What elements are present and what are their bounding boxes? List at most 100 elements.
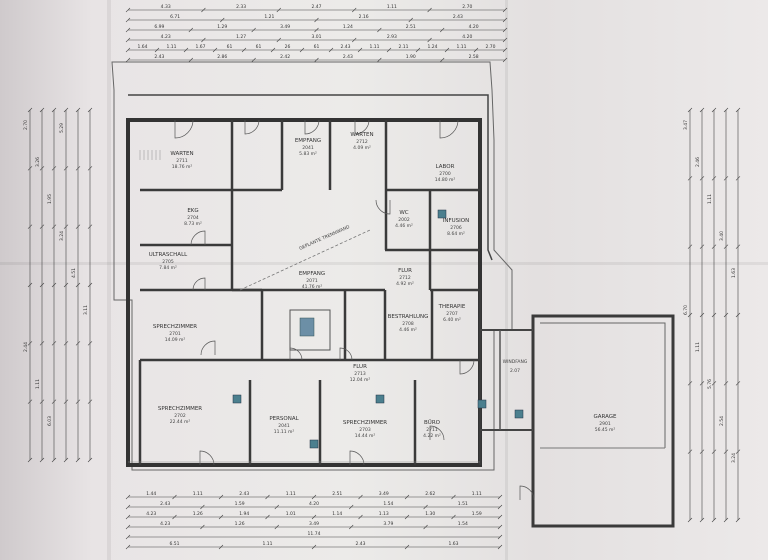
dimension-tick — [351, 7, 357, 13]
dimension-tick — [125, 534, 131, 540]
dimension-tick — [188, 27, 194, 33]
dimension-label: 1.95 — [47, 194, 53, 204]
room-area: 56.45 m² — [595, 427, 616, 433]
dimension-tick — [502, 7, 508, 13]
dimension-tick — [314, 27, 319, 33]
room-name: WARTEN — [170, 151, 193, 157]
dimension-label: 3.49 — [309, 521, 319, 527]
room-number: 2704 — [187, 215, 199, 221]
dimension-tick — [735, 517, 741, 523]
door-swing — [429, 425, 445, 441]
dimension-tick — [200, 504, 205, 510]
door-swing — [354, 119, 370, 135]
dimension-label: 2.16 — [359, 14, 369, 20]
dimension-label: 3.79 — [383, 521, 393, 527]
room-area: 22.44 m² — [170, 419, 191, 425]
dimension-tick — [51, 399, 57, 404]
dimension-tick — [251, 27, 256, 33]
dimension-tick — [51, 341, 57, 346]
dimension-tick — [125, 504, 131, 510]
dimension-tick — [357, 47, 363, 53]
dimension-tick — [687, 517, 693, 523]
dimension-label: 1.67 — [195, 44, 205, 50]
dimension-tick — [125, 524, 131, 530]
room-area: 4.09 m² — [353, 145, 371, 151]
dimension-label: 1.59 — [472, 511, 482, 517]
room-area: 4.46 m² — [395, 223, 413, 229]
dimension-tick — [39, 166, 45, 171]
room-name: WARTEN — [350, 132, 373, 138]
door-swing — [459, 359, 475, 375]
dimension-tick — [735, 381, 741, 386]
dimension-tick — [87, 282, 93, 288]
annex-label: WINDFANG — [503, 359, 528, 365]
dimension-label: 1.64 — [137, 44, 147, 50]
dimension-tick — [711, 449, 717, 454]
dimension-tick — [735, 107, 741, 113]
dimension-tick — [125, 57, 131, 63]
dimension-tick — [723, 176, 729, 181]
dimension-label: 1.63 — [731, 268, 737, 278]
dimension-tick — [75, 341, 81, 346]
dimension-tick — [63, 457, 69, 463]
dimension-tick — [265, 514, 270, 520]
dimension-label: 2.47 — [311, 4, 321, 10]
dimension-label: 2.43 — [453, 14, 463, 20]
room-number: 2712 — [356, 139, 368, 145]
dimension-tick — [314, 57, 319, 63]
dimension-tick — [63, 166, 69, 171]
room-number: 2713 — [354, 371, 366, 377]
dimension-label: 1.44 — [146, 491, 156, 497]
dimension-tick — [377, 27, 382, 33]
outer-wall — [128, 94, 493, 261]
dimension-label: 5.76 — [707, 379, 713, 389]
dimension-tick — [87, 224, 93, 229]
dimension-tick — [51, 224, 57, 229]
dimension-label: 1.27 — [236, 34, 246, 40]
dimension-tick — [687, 176, 693, 181]
fixture-marker — [514, 409, 524, 419]
dimension-label: 4.33 — [161, 4, 171, 10]
dimension-tick — [75, 457, 81, 463]
dimension-tick — [711, 381, 717, 386]
dimension-tick — [735, 449, 741, 454]
dimension-tick — [212, 47, 218, 53]
dimension-label: 6.51 — [169, 541, 179, 547]
dimension-label: 3.47 — [683, 120, 689, 130]
dimension-tick — [265, 494, 270, 500]
dimension-tick — [27, 166, 33, 171]
door-swing — [199, 450, 215, 466]
door-swing — [375, 199, 391, 215]
dimension-tick — [311, 494, 317, 500]
dimension-tick — [404, 514, 410, 520]
dimension-tick — [451, 514, 456, 520]
door-swing — [339, 347, 353, 361]
room-number: 2700 — [439, 171, 451, 177]
dimension-tick — [497, 534, 503, 540]
dimension-tick — [125, 7, 131, 13]
room-name: EMPFANG — [299, 271, 325, 277]
room-name: LABOR — [436, 164, 455, 170]
dimension-label: 2.43 — [160, 501, 170, 507]
dimension-label: 1.26 — [235, 521, 245, 527]
dimension-tick — [241, 47, 247, 53]
dimension-label: 1.11 — [707, 194, 713, 204]
garage-inner — [540, 322, 666, 448]
dimension-label: 3.49 — [280, 24, 290, 30]
dimension-tick — [270, 47, 276, 53]
dimension-label: 2.58 — [469, 54, 479, 60]
dimension-label: 2.93 — [387, 34, 397, 40]
paper-fold — [107, 0, 111, 560]
door-swing — [200, 340, 216, 356]
dimension-tick — [473, 47, 479, 53]
dimension-tick — [311, 544, 317, 550]
